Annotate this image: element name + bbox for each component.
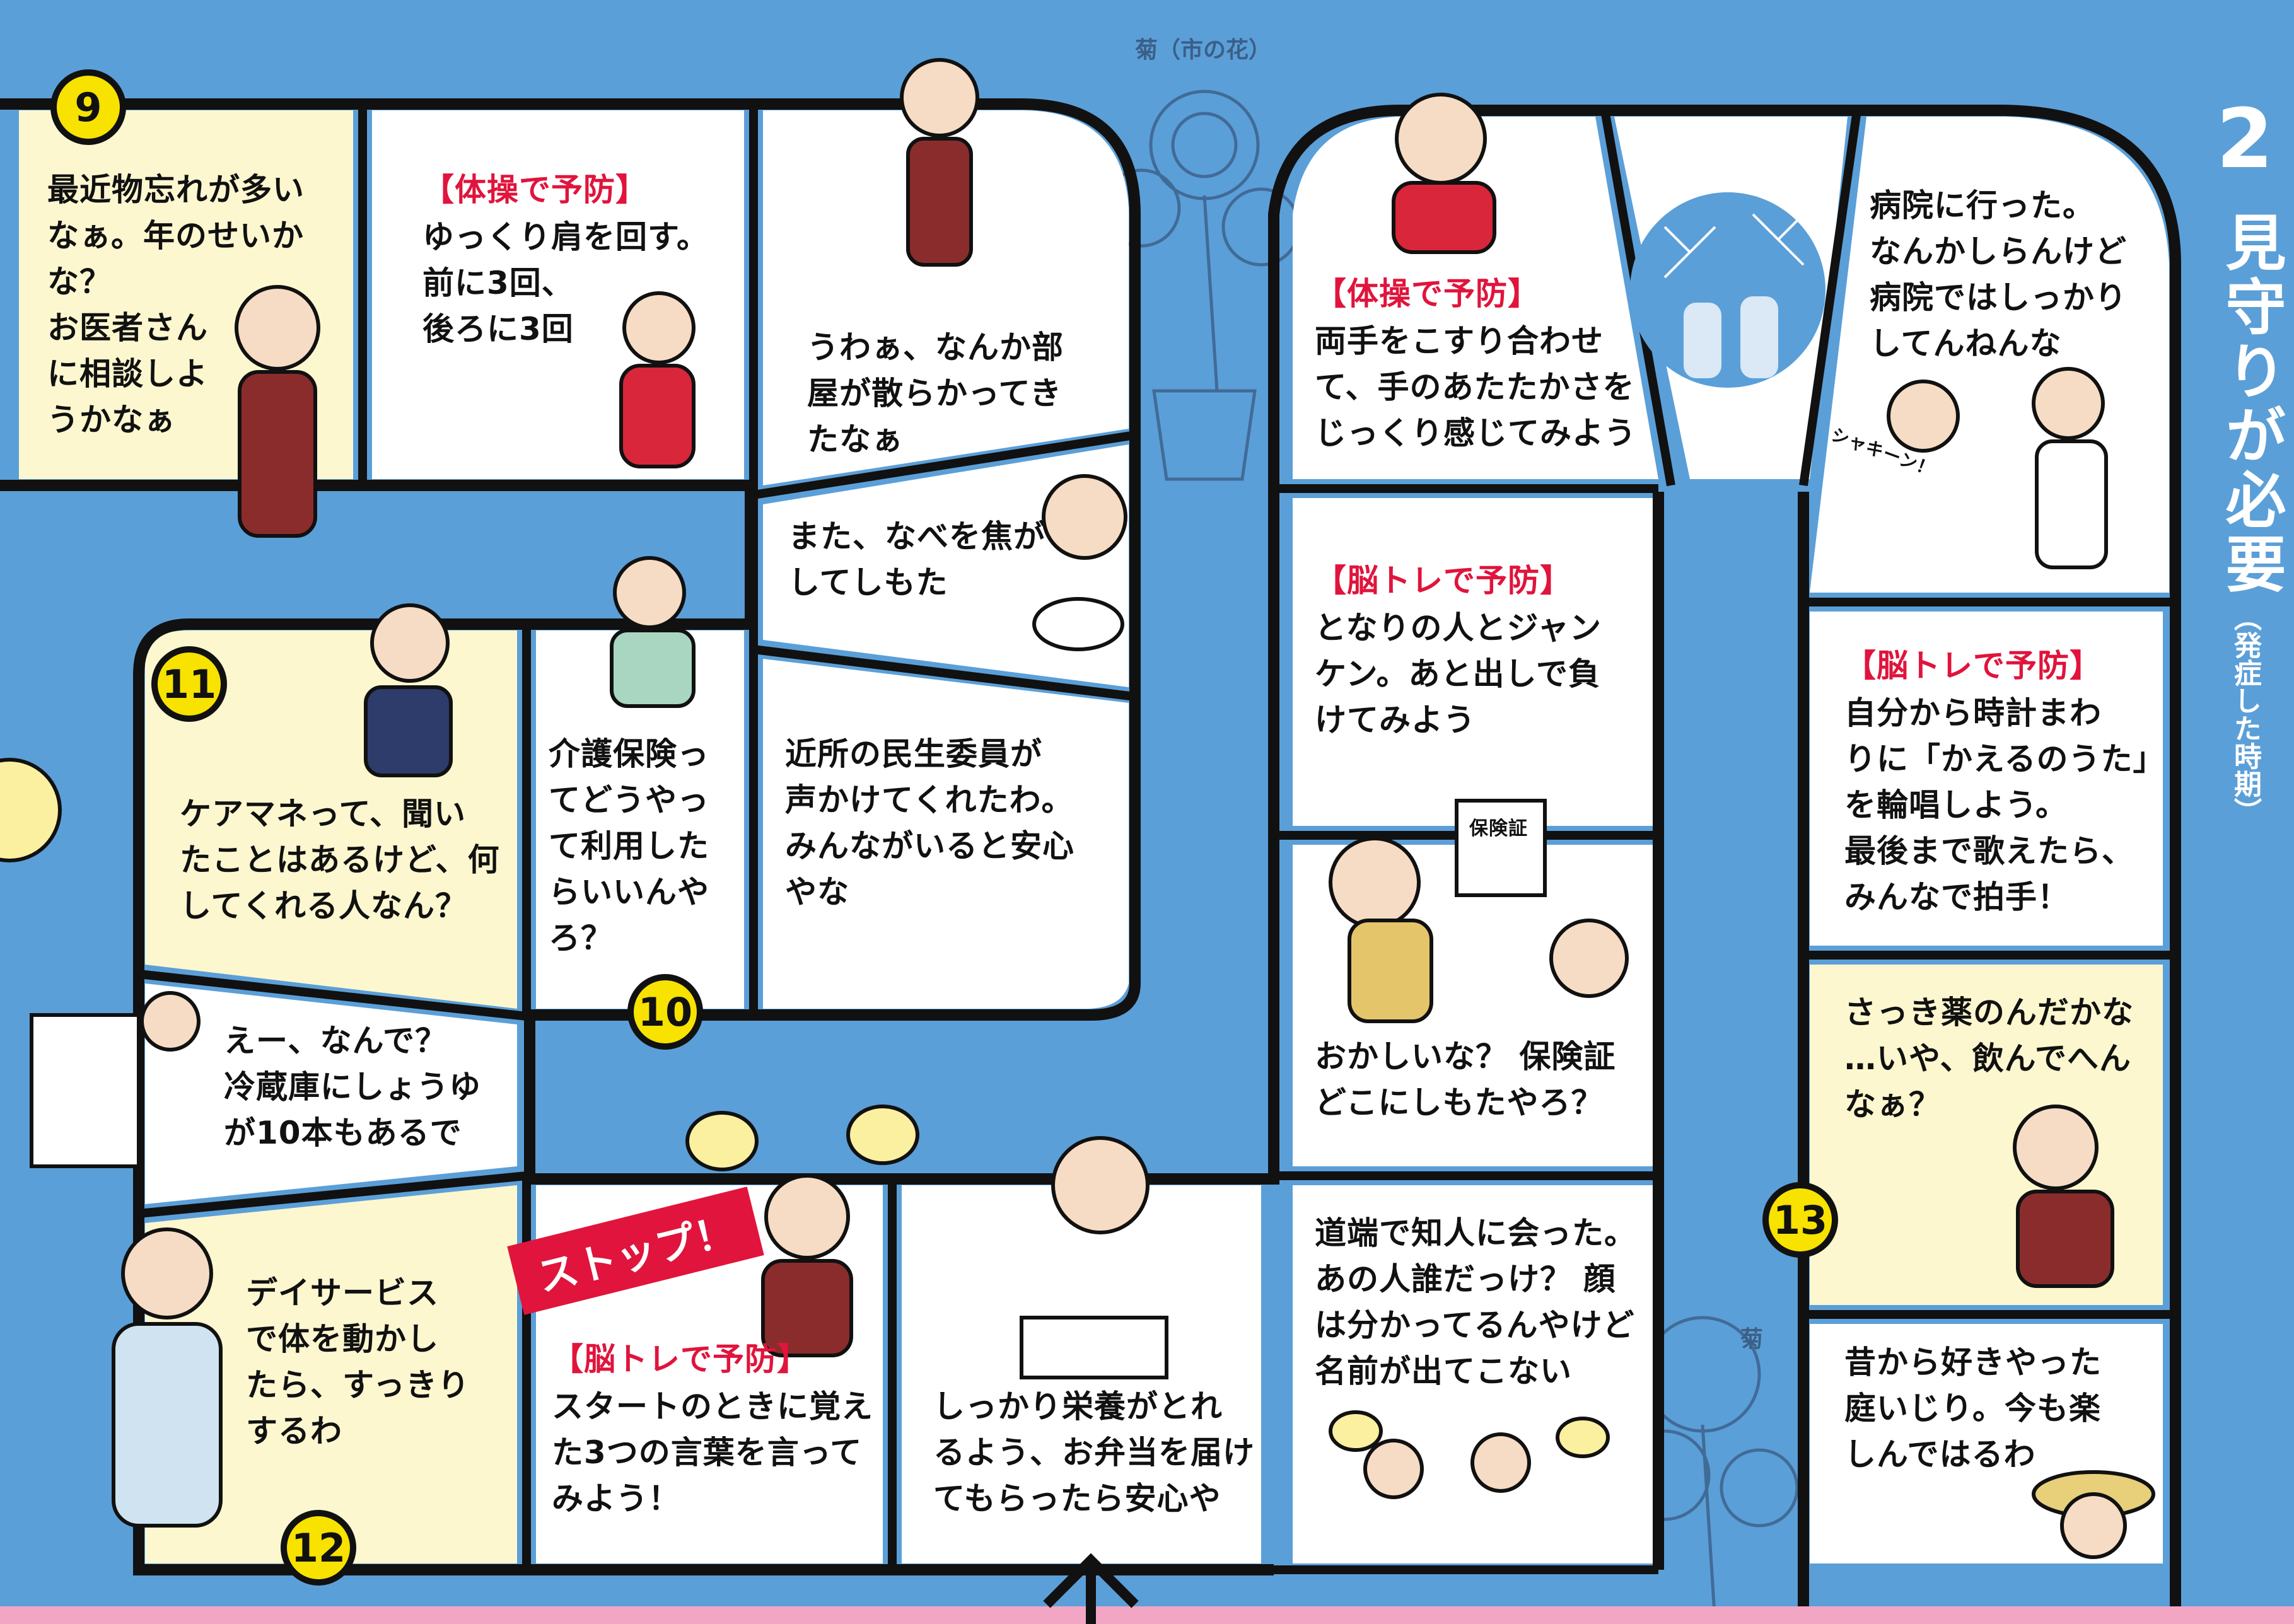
- pot-man-figure: [1032, 474, 1127, 651]
- cell-label: 【体操で予防】: [422, 171, 648, 208]
- cell-text: ケアマネって、聞い たことはあるけど、何 してくれる人なん？: [180, 796, 500, 924]
- elderly-man-figure: [900, 58, 979, 267]
- section-subtitle: （発症した時期）: [2229, 603, 2261, 825]
- cell-label: 【脳トレで予防】: [552, 1341, 809, 1378]
- writing-man-figure: [610, 556, 696, 708]
- cell-label: 【脳トレで予防】: [1315, 562, 1572, 599]
- character-illustrations: [0, 58, 2155, 1559]
- bottom-band: [0, 1606, 2294, 1624]
- up-arrow: [1043, 1553, 1139, 1624]
- woman-exercising-figure: [619, 291, 696, 468]
- cell-text: うわぁ、なんか部 屋が散らかってき たなぁ: [807, 329, 1064, 458]
- businessman-figure: [364, 603, 453, 777]
- fireworks-illustration: [1630, 192, 1825, 388]
- cell-text: 昔から好きやった 庭いじり。今も楽 しんではるわ: [1844, 1344, 2102, 1473]
- step-marker-13: 13: [1762, 1182, 1838, 1258]
- cell-label: 【体操で予防】: [1315, 276, 1540, 312]
- house-icon: [0, 758, 62, 862]
- white-cells: [145, 110, 2169, 1563]
- insurance-card-label: 保険証: [1469, 818, 1528, 840]
- section-title: 2 見守りが必要 （発症した時期）: [2207, 91, 2286, 825]
- section-number: 2: [2216, 91, 2274, 187]
- bento-man-figure: [1020, 1136, 1168, 1379]
- worried-woman-figure: [1329, 837, 1433, 1023]
- step-marker-12: 12: [281, 1510, 356, 1586]
- step-marker-9: 9: [50, 69, 126, 145]
- cell-text: しっかり栄養がとれ るよう、お弁当を届け てもらったら安心や: [933, 1388, 1255, 1517]
- step-marker-10: 10: [627, 974, 703, 1050]
- cell-text: おかしいな？ 保険証 どこにしもたやろ？: [1315, 1038, 1616, 1121]
- cell-text: えー、なんで？ 冷蔵庫にしょうゆ が10本もあるで: [224, 1023, 481, 1151]
- elderly-man-figure: [1549, 919, 1629, 998]
- fridge-figure: [30, 991, 201, 1168]
- cell-text: 道端で知人に会った。 あの人誰だっけ？ 顔 は分かってるんやけど 名前が出てこな…: [1315, 1215, 1636, 1389]
- confused-man-figure: [761, 1174, 853, 1357]
- flower-label: 菊: [1740, 1326, 1764, 1352]
- track-outlines: [0, 98, 2181, 1624]
- cell-text: 病院に行った。 なんかしらんけど 病院ではしっかり してんねんな: [1870, 187, 2127, 362]
- elderly-man-figure: [235, 285, 320, 538]
- thinking-man-figure: [2013, 1105, 2114, 1288]
- doctor-patient-figure: [1887, 367, 2108, 569]
- cell-text: となりの人とジャン ケン。あと出しで負 けてみよう: [1315, 610, 1602, 738]
- cell-text: 介護保険っ てどうやっ て利用した らいいんや ろ？: [549, 736, 709, 956]
- gardener-figure: [2032, 1470, 2155, 1559]
- cell-text: また、なべを焦が してしもた: [788, 518, 1045, 601]
- stretching-man-figure: [112, 1227, 223, 1528]
- flower-caption: 菊（市の花）: [1135, 37, 1272, 63]
- cell-text: 近所の民生委員が 声かけてくれたわ。 みんながいると安心 やな: [785, 736, 1074, 910]
- cell-text: 最近物忘れが多い なぁ。年のせいか な？ お医者さん に相談しよ うかなぁ: [47, 171, 305, 438]
- walking-couple-figure: [1363, 1432, 1531, 1499]
- section-heading: 見守りが必要: [2215, 211, 2286, 597]
- step-marker-11: 11: [151, 646, 227, 722]
- cell-text: 自分から時計まわ りに「かえるのうた」 を輪唱しよう。 最後まで歌えたら、 みん…: [1844, 695, 2165, 915]
- insurance-card-bubble: [1455, 799, 1547, 897]
- woman-rubbing-hands-figure: [1392, 93, 1496, 254]
- cell-text: デイサービス で体を動かし たら、すっきり するわ: [246, 1275, 470, 1449]
- cell-label: 【脳トレで予防】: [1844, 647, 2102, 684]
- cell-text: スタートのときに覚え た3つの言葉を言って みよう！: [552, 1388, 873, 1517]
- speech-bubbles: [685, 1105, 1610, 1458]
- cell-text: さっき薬のんだかな …いや、飲んでへん なぁ？: [1844, 994, 2134, 1123]
- cell-text: ゆっくり肩を回す。 前に3回、 後ろに3回: [422, 219, 709, 347]
- cell-text: 両手をこすり合わせ て、手のあたたかさを じっくり感じてみよう: [1315, 323, 1636, 451]
